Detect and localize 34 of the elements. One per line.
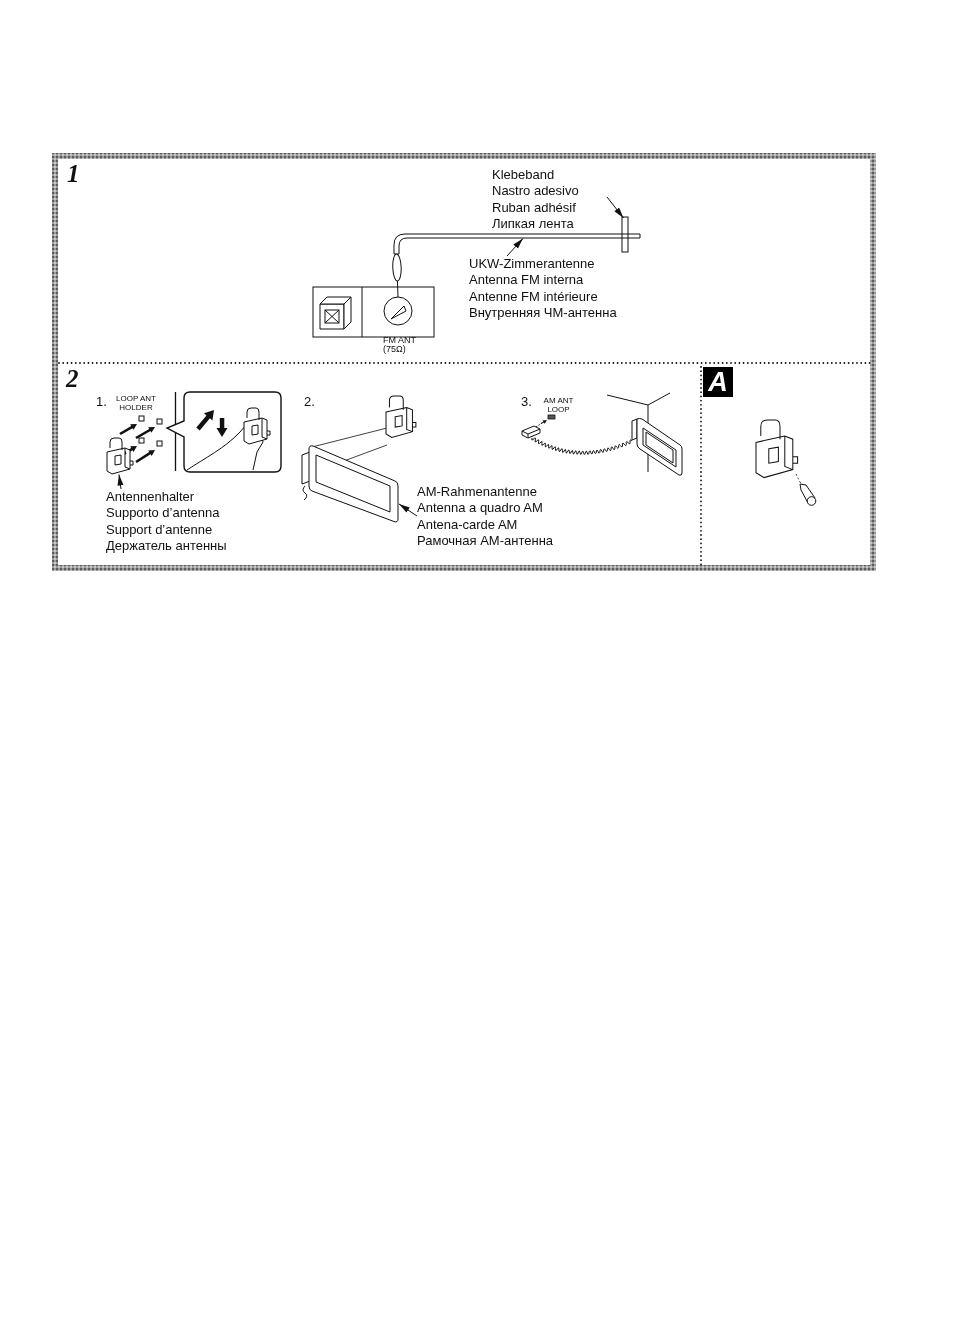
step-number: 3. <box>521 394 532 409</box>
part-label: Antenna a quadro AM <box>417 500 543 517</box>
step-number: 1. <box>96 394 107 409</box>
part-label: Держатель антенны <box>106 538 227 555</box>
terminal-label: FM ANT (75Ω) <box>383 336 417 354</box>
part-label: Ruban adhésif <box>492 199 576 217</box>
part-label: Nastro adesivo <box>492 183 579 200</box>
fm-antenna-wire <box>393 233 641 255</box>
part-label: Antenne FM intérieure <box>469 288 598 306</box>
part-label: Antena-carde AM <box>417 516 518 534</box>
terminal-label: AM ANT LOOP <box>542 397 575 414</box>
antenna-holder <box>106 437 134 475</box>
part-label: Внутренняя ЧМ-антенна <box>469 305 617 322</box>
loop-antenna <box>301 445 399 523</box>
leader-line <box>398 503 418 517</box>
leader-line <box>506 238 524 257</box>
section-letter: A <box>703 367 733 397</box>
step-number: 2. <box>304 394 315 409</box>
part-label: Antennenhalter <box>106 489 195 506</box>
leader-line <box>606 196 624 219</box>
terminal-label: LOOP ANT HOLDER <box>115 395 157 412</box>
part-label: Antenna FM interna <box>469 272 584 289</box>
leader-line <box>117 474 124 490</box>
antenna-socket <box>383 296 413 326</box>
section-number: 2 <box>66 366 79 392</box>
part-label: Рамочная АМ-антенна <box>417 533 554 550</box>
part-label: Supporto d’antenna <box>106 505 220 522</box>
section-number: 1 <box>67 161 80 187</box>
part-label: AM-Rahmenantenne <box>417 484 537 501</box>
part-label: Klebeband <box>492 167 555 184</box>
part-label: Support d’antenne <box>106 521 213 539</box>
part-label: UKW-Zimmerantenne <box>469 256 595 273</box>
part-label: Липкая лента <box>492 216 574 233</box>
adhesive-tape <box>621 216 629 253</box>
